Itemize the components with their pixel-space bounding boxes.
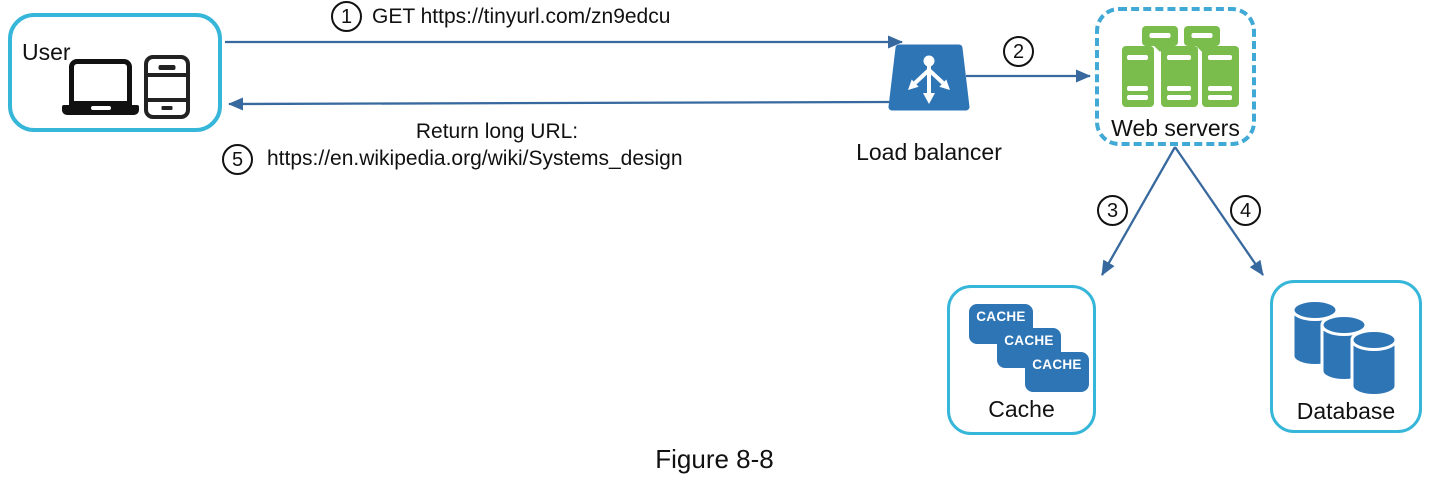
load-balancer-icon: [888, 44, 970, 111]
arrow-step4-webservers-to-database: [1174, 146, 1264, 276]
user-label: User: [22, 39, 71, 65]
server-icon: [1184, 26, 1220, 46]
server-icon: [1122, 46, 1154, 107]
step-badge-3: 3: [1097, 195, 1128, 226]
figure-caption: Figure 8-8: [655, 444, 774, 474]
step-badge-1: 1: [331, 1, 362, 32]
step1-request-label: GET https://tinyurl.com/zn9edcu: [372, 5, 671, 28]
cache-icon: CACHE: [1025, 352, 1089, 392]
step-badge-5: 5: [222, 144, 253, 175]
laptop-icon: [62, 59, 139, 116]
cache-node: CACHE CACHE CACHE Cache: [947, 285, 1096, 435]
web-servers-node: Web servers: [1095, 7, 1256, 146]
arrow-step5-return: [228, 97, 891, 111]
step5-return-label-line2: https://en.wikipedia.org/wiki/Systems_de…: [267, 147, 683, 170]
arrow-step3-webservers-to-cache: [1101, 146, 1176, 276]
server-icon: [1202, 46, 1239, 107]
step5-return-label-line1: Return long URL:: [415, 120, 579, 143]
database-icon: [1291, 299, 1398, 397]
database-node: Database: [1270, 280, 1422, 433]
user-node: User: [8, 13, 222, 132]
step-badge-4: 4: [1230, 195, 1261, 226]
server-icon: [1142, 26, 1178, 46]
laptop-screen: [69, 59, 132, 106]
web-servers-label: Web servers: [1111, 115, 1240, 141]
laptop-base: [62, 105, 139, 115]
smartphone-icon: [144, 55, 190, 119]
database-label: Database: [1296, 398, 1396, 424]
server-icon: [1161, 46, 1198, 107]
load-balancer-label: Load balancer: [856, 139, 1002, 165]
cache-label: Cache: [988, 396, 1055, 422]
step-badge-2: 2: [1003, 36, 1034, 67]
